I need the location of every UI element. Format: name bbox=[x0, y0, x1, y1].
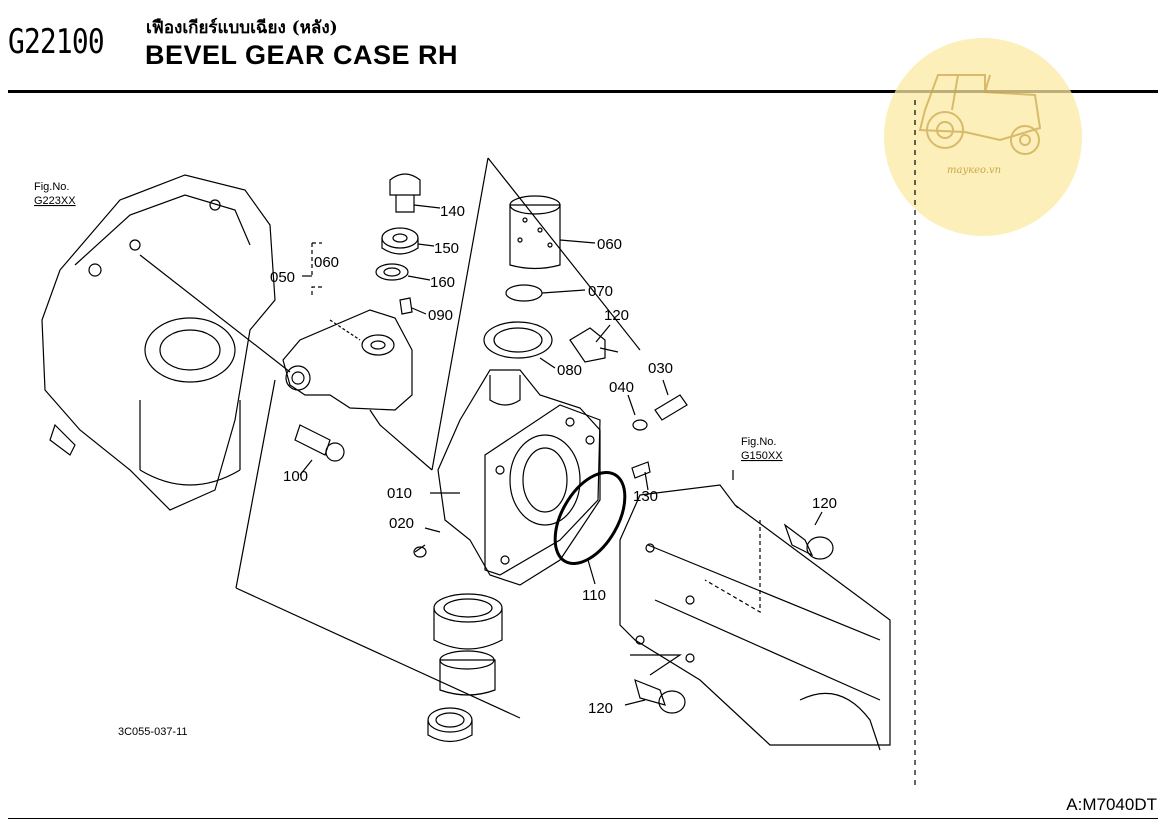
callout-100: 100 bbox=[283, 468, 308, 485]
callout-020: 020 bbox=[389, 515, 414, 532]
callout-060-bushing: 060 bbox=[597, 236, 622, 253]
callout-030: 030 bbox=[648, 360, 673, 377]
callout-050: 050 bbox=[270, 269, 295, 286]
fig-ref-left-code: G223XX bbox=[34, 195, 76, 207]
page-title: BEVEL GEAR CASE RH bbox=[145, 40, 459, 70]
callout-040: 040 bbox=[609, 379, 634, 396]
callout-070: 070 bbox=[588, 283, 613, 300]
callout-090: 090 bbox=[428, 307, 453, 324]
drawing-id: 3C055-037-11 bbox=[118, 726, 188, 738]
callout-120-bottom: 120 bbox=[588, 700, 613, 717]
callout-160: 160 bbox=[430, 274, 455, 291]
fig-ref-left-prefix: Fig.No. bbox=[34, 181, 69, 193]
callout-150: 150 bbox=[434, 240, 459, 257]
callout-080: 080 bbox=[557, 362, 582, 379]
title-thai: เฟืองเกียร์แบบเฉียง (หลัง) bbox=[146, 18, 338, 38]
callout-010: 010 bbox=[387, 485, 412, 502]
watermark-text: mayкеo.vn bbox=[947, 165, 1002, 176]
callout-060-bracket: 060 bbox=[314, 254, 339, 271]
fig-ref-right-prefix: Fig.No. bbox=[741, 436, 776, 448]
callout-110: 110 bbox=[582, 587, 606, 604]
header-rule bbox=[8, 90, 1158, 93]
fig-ref-right-code: G150XX bbox=[741, 450, 783, 462]
group-code: G22100 bbox=[8, 22, 105, 62]
callout-120-upper: 120 bbox=[604, 307, 629, 324]
callout-130: 130 bbox=[633, 488, 658, 505]
callout-120-right: 120 bbox=[812, 495, 837, 512]
model-code: A:M7040DT bbox=[1066, 795, 1157, 814]
callout-140: 140 bbox=[440, 203, 465, 220]
callout-labels: 140 150 160 090 050 060 060 070 120 080 … bbox=[34, 181, 837, 738]
